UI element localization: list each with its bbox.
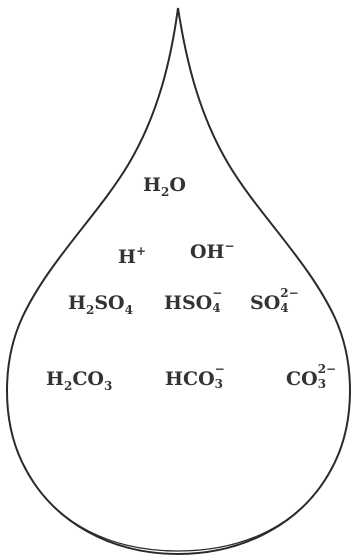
species-bisulfate: HSO−4 — [164, 286, 223, 315]
species-water: H2O — [143, 174, 186, 199]
species-sulfuric-acid: H2SO4 — [68, 292, 133, 317]
drop-outer-stroke — [6, 7, 351, 556]
species-hydroxide: OH− — [190, 239, 235, 263]
species-bicarbonate: HCO−3 — [165, 362, 225, 391]
species-carbonic-acid: H2CO3 — [46, 368, 113, 393]
drop-inner-stroke — [23, 464, 334, 552]
species-hydrogen-ion: H+ — [118, 244, 147, 268]
